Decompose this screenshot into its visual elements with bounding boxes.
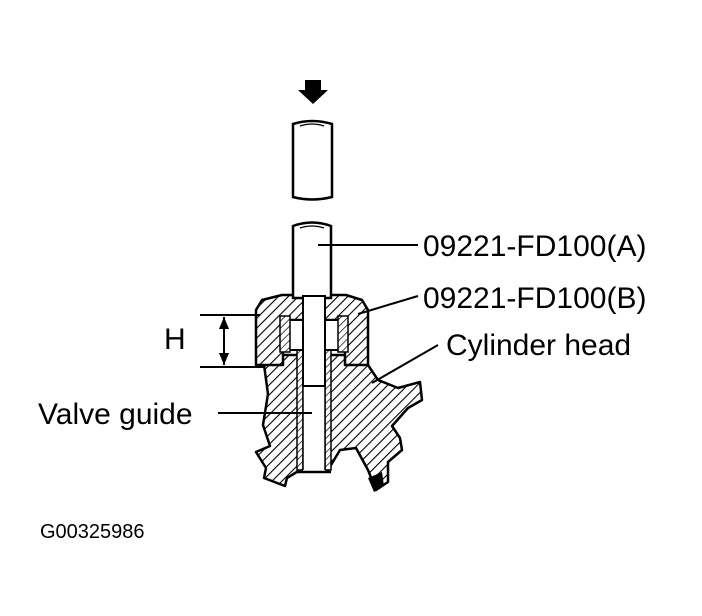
figure-code: G00325986	[40, 521, 145, 543]
label-cylinder-head: Cylinder head	[446, 329, 631, 362]
cylinder-head	[254, 348, 424, 492]
installer-tool-a	[291, 221, 333, 387]
label-dimension-h: H	[164, 323, 186, 356]
press-rod	[291, 119, 334, 201]
label-tool-b: 09221-FD100(B)	[423, 282, 646, 315]
leader-cylinder-head	[371, 344, 439, 384]
label-valve-guide: Valve guide	[38, 398, 193, 431]
leader-tool-b	[357, 295, 419, 315]
press-direction-arrow-icon	[298, 80, 328, 104]
dimension-h-marker	[200, 314, 265, 368]
label-tool-a: 09221-FD100(A)	[423, 230, 646, 263]
